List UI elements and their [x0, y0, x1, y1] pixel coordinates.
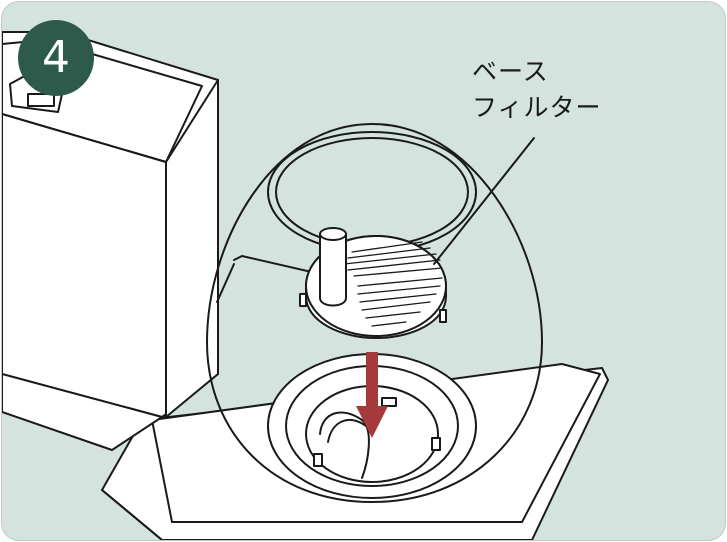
step-number-badge: 4 [18, 20, 94, 96]
callout-label-line2: フィルター [472, 88, 602, 124]
water-tank [2, 32, 218, 450]
callout-label-line1: ベース [472, 52, 549, 88]
